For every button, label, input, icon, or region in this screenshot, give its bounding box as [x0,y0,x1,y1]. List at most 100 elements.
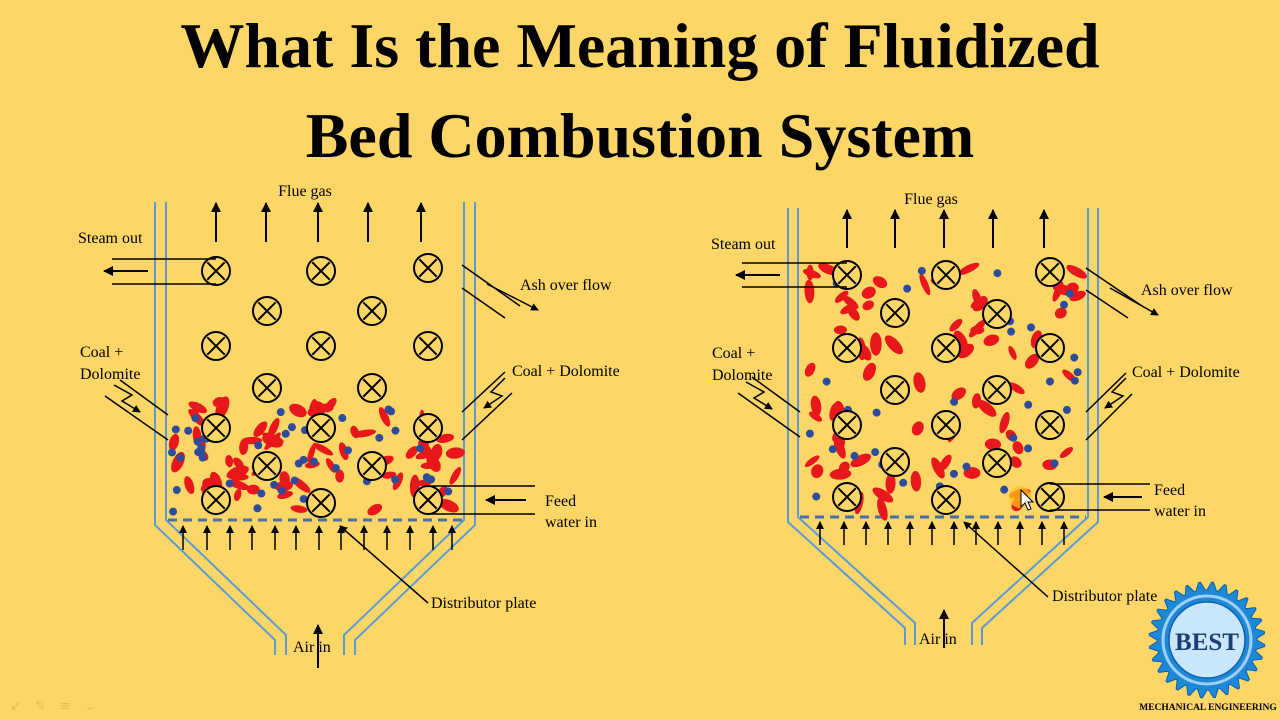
fuel-particle [838,461,850,473]
fuel-particle [834,290,849,303]
fuel-particle [367,503,383,516]
fuel-particle [418,440,433,458]
right-feed-label-line2: water in [1154,503,1206,520]
circled-x-icon [413,413,443,443]
dolomite-particle [850,451,859,460]
fuel-particle [378,407,391,427]
fuel-particle [168,433,180,451]
fuel-particle [971,393,982,409]
more-icon[interactable]: ⌄ [84,699,110,714]
fuel-particle [350,425,360,439]
fuel-particle [1008,382,1025,395]
fuel-particle [984,438,1002,451]
fuel-particle [225,454,234,468]
fuel-particle [862,300,875,311]
circled-x-icon [880,447,910,477]
dolomite-particle [1050,459,1059,468]
circled-x-icon [832,333,862,363]
dolomite-particle [872,408,881,417]
fuel-particle [911,421,924,436]
dolomite-particle [171,425,180,434]
dolomite-particle [172,486,181,495]
right-coal-pipe-right [1085,372,1133,441]
dolomite-particle [391,475,400,484]
fuel-particle [1008,345,1017,360]
dolomite-particle [1027,323,1036,332]
dolomite-particle [949,469,958,478]
fuel-particle [226,465,249,480]
fuel-particle [862,362,877,381]
right-air-arrows [816,521,1068,545]
left-distributor-leader [339,525,429,604]
left-coal-pipe-left [104,379,169,441]
circled-x-icon [413,331,443,361]
right-flue-arrows [842,209,1049,248]
dolomite-particle [375,433,384,442]
fuel-particle [884,335,903,355]
dolomite-particle [191,414,200,423]
right-steam-out-label: Steam out [711,236,776,253]
dolomite-particle [387,407,396,416]
dolomite-particle [294,459,303,468]
left-coal-dolomite-right-label: Coal + Dolomite [512,363,620,380]
fuel-particle [977,400,997,417]
dolomite-particle [822,377,831,386]
dolomite-particle [270,480,279,489]
slide-controls[interactable]: ↙✎≡⌄ [10,699,110,714]
circled-x-icon [931,485,961,515]
left-air-in-label: Air in [293,639,331,656]
fuel-particle [430,443,443,461]
dolomite-particle [277,486,286,495]
right-distributor-label: Distributor plate [1052,588,1157,605]
circled-x-icon [832,482,862,512]
left-distributor-label: Distributor plate [431,595,536,612]
menu-icon[interactable]: ≡ [59,699,85,714]
circled-x-icon [982,375,1012,405]
left-steam-out-label: Steam out [78,230,143,247]
fuel-particle [1066,265,1088,279]
cursor-arrow-icon [1009,486,1035,511]
dolomite-particle [416,444,425,453]
circled-x-icon [880,375,910,405]
fuel-particle [931,457,945,479]
dolomite-particle [903,284,912,293]
fuel-particle [307,444,316,463]
dolomite-particle [338,414,347,423]
dolomite-particle [444,487,453,496]
fuel-particle [262,434,283,448]
dolomite-particle [299,494,308,503]
fuel-particle [420,462,435,469]
left-coal-pipe-right [461,371,513,441]
right-distributor-leader [963,521,1049,598]
dolomite-particle [276,408,285,417]
fuel-particle [842,295,859,310]
prev-arrow-icon[interactable]: ↙ [10,699,35,714]
pen-icon[interactable]: ✎ [34,699,60,714]
dolomite-particle [1000,485,1009,494]
right-ash-pipe [1085,267,1159,319]
fuel-particle [804,362,816,377]
fuel-particle [850,453,872,468]
dolomite-particle [169,507,178,516]
fuel-particle [1054,307,1067,319]
left-feed-pipe [428,485,535,515]
right-coal-pipe-left [737,376,801,438]
fuel-particle [951,387,966,401]
fuel-particle [810,395,822,416]
fuel-particle [439,499,459,513]
fuel-particle [233,488,242,502]
fuel-particle [958,262,980,275]
fuel-particle [913,372,926,393]
dolomite-particle [1007,327,1016,336]
dolomite-particle [184,426,193,435]
fuel-particle [803,268,821,279]
fuel-particle [999,411,1010,434]
left-ash-pipe [461,264,539,319]
right-bed-particles [803,262,1088,521]
right-tube-bank [832,257,1065,515]
fuel-particle [983,334,1000,346]
circled-x-icon [982,448,1012,478]
dolomite-particle [917,266,926,275]
right-steam-pipe [735,262,847,288]
logo-sub-text: MECHANICAL ENGINEERING [1139,703,1277,713]
